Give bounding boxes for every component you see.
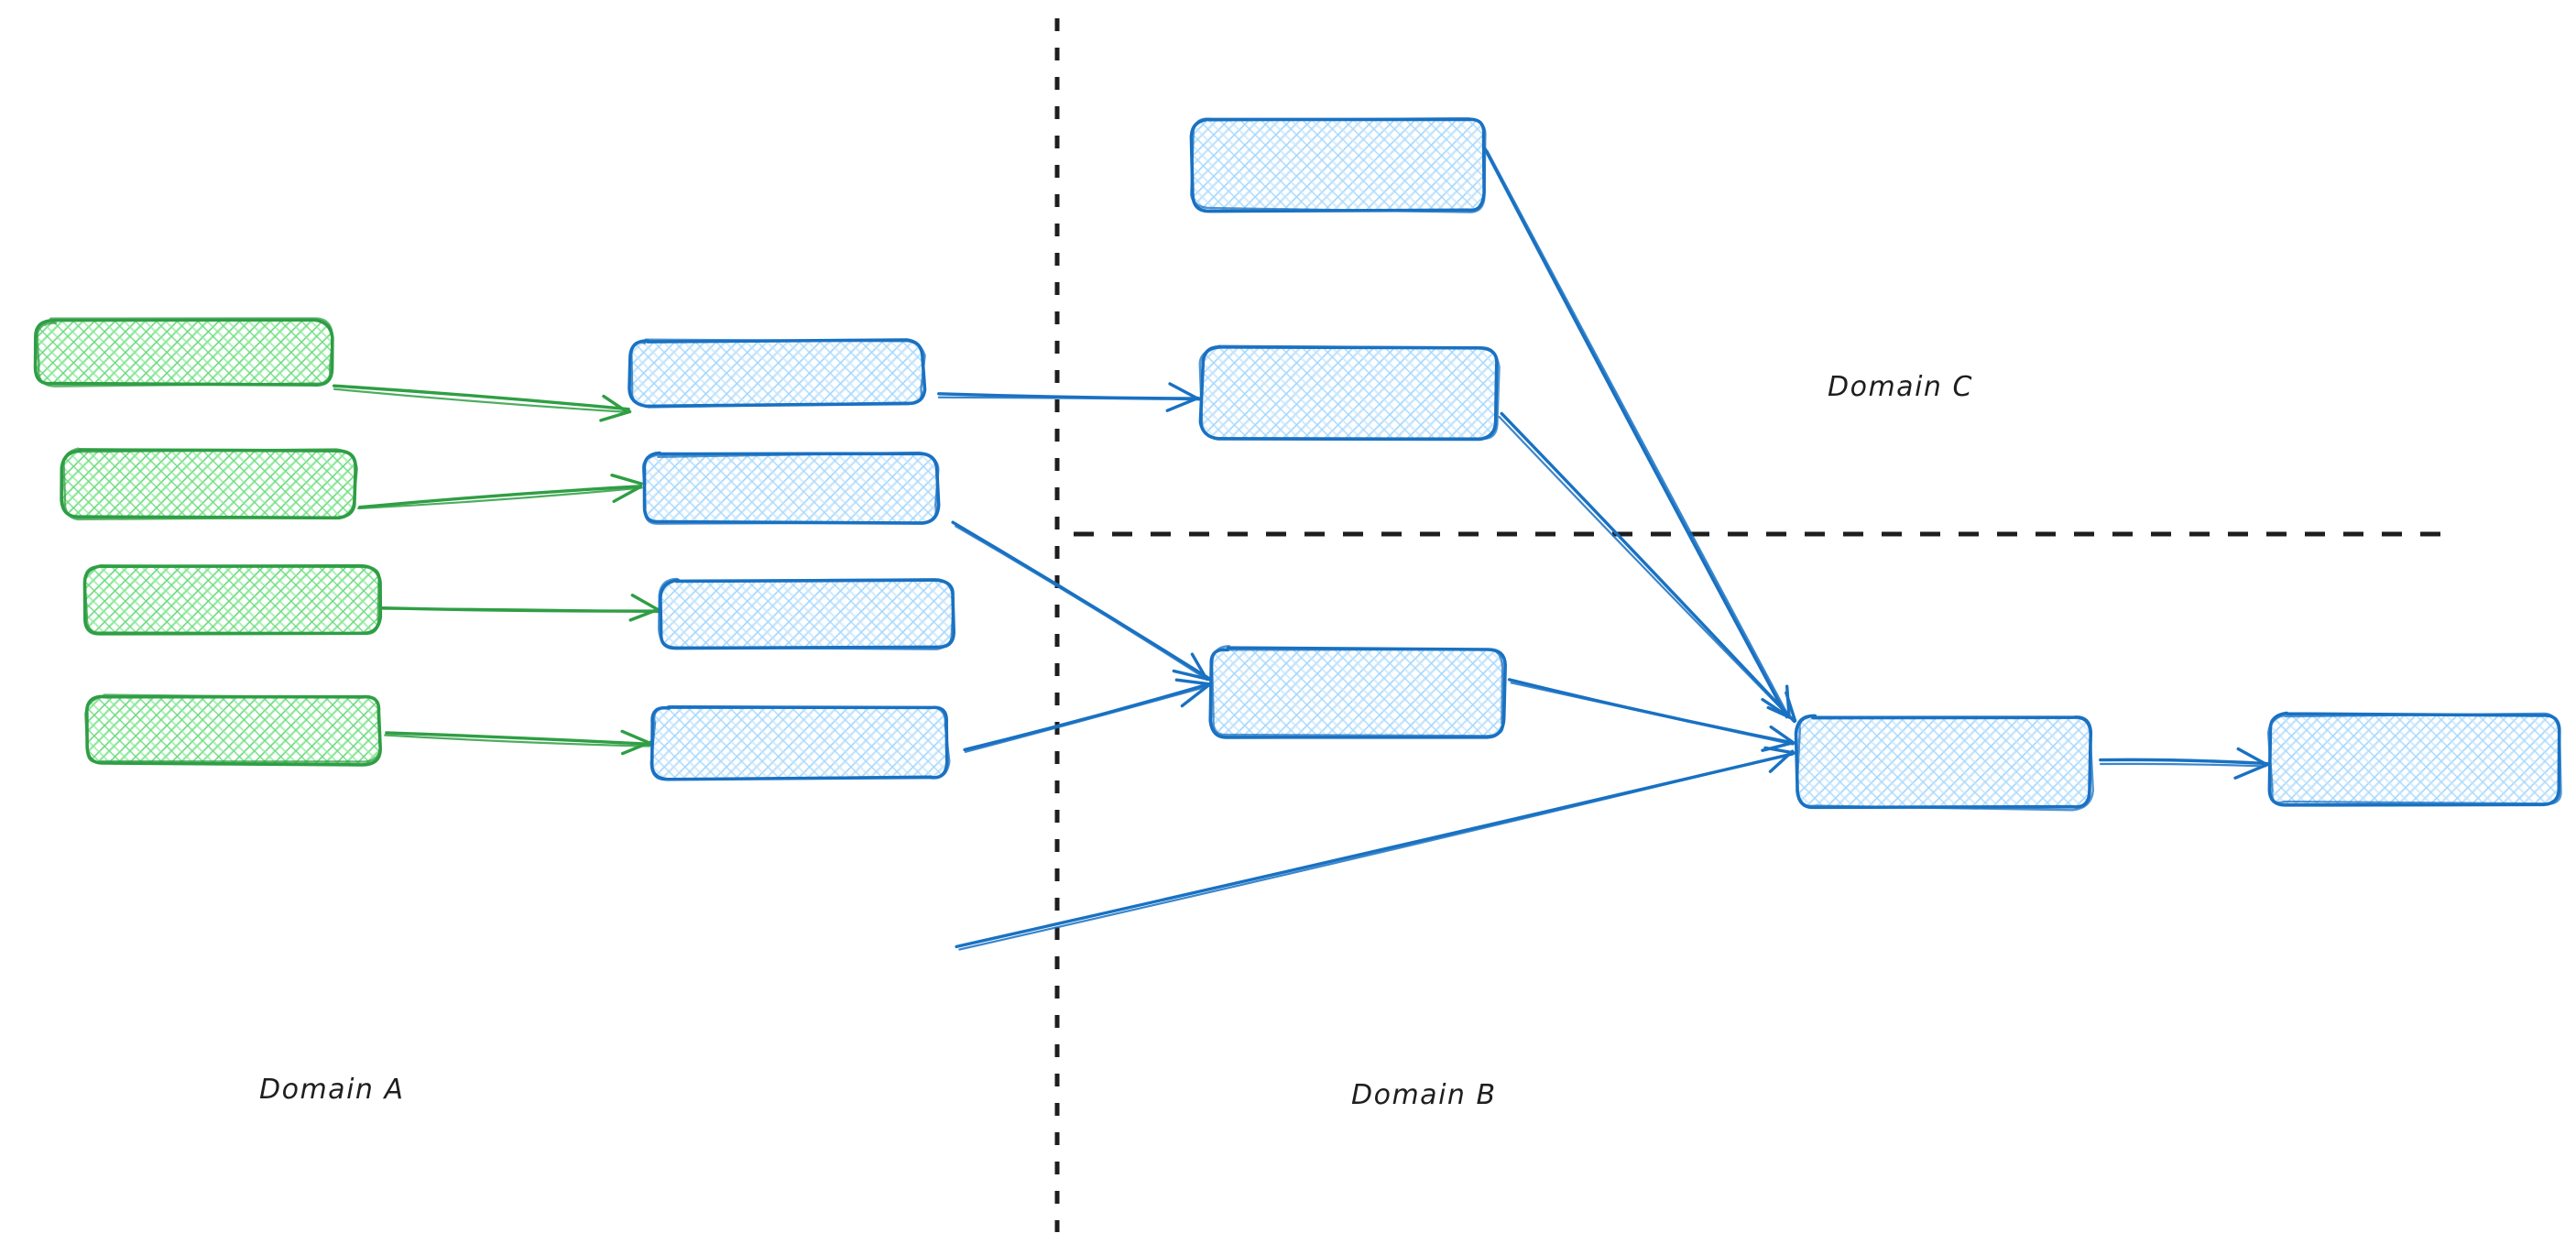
edge-b4-to-d1 <box>955 746 1796 951</box>
node-b1[interactable] <box>628 338 927 409</box>
node-b4[interactable] <box>649 704 951 781</box>
node-a3[interactable] <box>82 564 383 636</box>
edge-c3-to-d1 <box>1507 678 1796 752</box>
edge-a2-to-b2 <box>357 473 643 510</box>
domain-label-b: Domain B <box>1351 1079 1497 1111</box>
node-layer <box>33 116 2562 812</box>
node-b3[interactable] <box>657 577 955 650</box>
node-a4[interactable] <box>84 693 382 767</box>
node-b2[interactable] <box>641 451 941 525</box>
node-d1[interactable] <box>1794 714 2094 812</box>
edge-a3-to-b3 <box>379 594 663 622</box>
edge-b3-to-c3 <box>963 678 1211 753</box>
edge-b2-to-c3 <box>951 520 1211 682</box>
node-c3[interactable] <box>1208 645 1507 739</box>
node-c2[interactable] <box>1198 344 1501 442</box>
node-d2[interactable] <box>2266 711 2562 807</box>
edge-a1-to-b1 <box>332 384 632 422</box>
edge-a4-to-b4 <box>384 729 652 756</box>
domain-label-c: Domain C <box>1828 371 1973 403</box>
node-a2[interactable] <box>60 447 358 521</box>
edge-c1-to-d1 <box>1483 147 1791 719</box>
edge-b1-to-c2 <box>937 382 1201 412</box>
edge-layer <box>332 147 2270 951</box>
node-a1[interactable] <box>33 317 334 387</box>
edge-c2-to-d1 <box>1498 411 1797 724</box>
edge-d1-to-d2 <box>2099 747 2270 780</box>
node-c1[interactable] <box>1189 116 1487 213</box>
domain-label-a: Domain A <box>259 1074 405 1106</box>
